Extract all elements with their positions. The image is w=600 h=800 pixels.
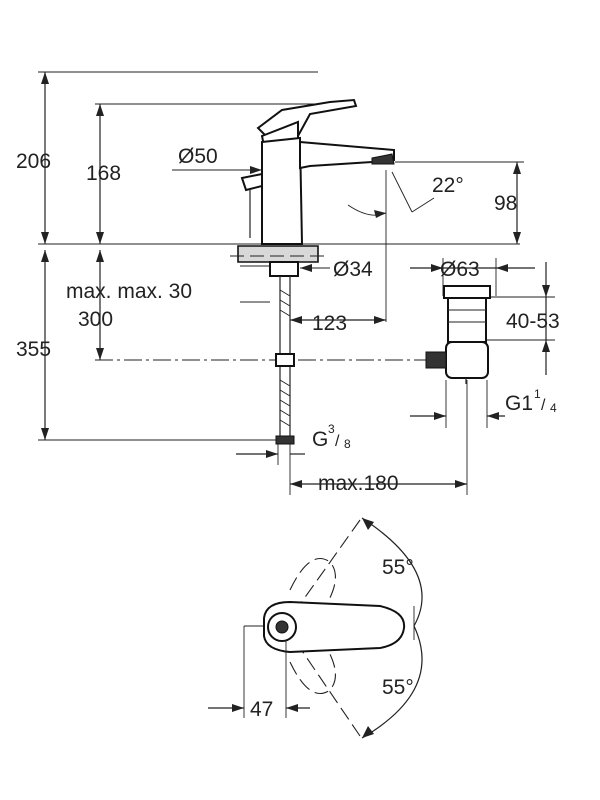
lever-angle-upper-label: 55° bbox=[382, 556, 414, 579]
faucet-body-shape bbox=[261, 136, 304, 245]
waste-diameter-label: Ø63 bbox=[440, 258, 480, 281]
total-height-label: 206 bbox=[16, 150, 51, 173]
base-diameter-label: Ø34 bbox=[333, 258, 373, 281]
waste-fitting bbox=[425, 285, 491, 384]
spout-height-label: 168 bbox=[86, 162, 121, 185]
supply-thread-label: G 3 / 8 bbox=[312, 422, 351, 451]
max-deck-label: max. max. 30 bbox=[66, 280, 192, 303]
svg-text:3: 3 bbox=[328, 422, 335, 436]
flex-length-label: 300 bbox=[78, 308, 113, 331]
waste-thread-label: G1 1 / 4 bbox=[505, 387, 557, 415]
lever-top-shape bbox=[263, 600, 406, 654]
max-reach-label: max.180 bbox=[318, 472, 399, 495]
svg-text:8: 8 bbox=[344, 437, 351, 451]
svg-text:/: / bbox=[541, 397, 546, 414]
dimension-lines bbox=[38, 71, 555, 495]
svg-text:G1: G1 bbox=[505, 392, 533, 415]
dimension-labels: 206 168 Ø50 22° 98 Ø34 Ø63 max. max. 30 … bbox=[16, 145, 560, 495]
handle-diameter-label: Ø50 bbox=[178, 145, 218, 168]
outlet-height-label: 98 bbox=[494, 192, 517, 215]
svg-text:4: 4 bbox=[550, 401, 557, 415]
top-view-labels: 55° 55° 47 bbox=[250, 556, 414, 721]
svg-text:/: / bbox=[335, 433, 340, 450]
spout-reach-label: 123 bbox=[312, 312, 347, 335]
svg-text:G: G bbox=[312, 428, 328, 451]
waste-range-label: 40-53 bbox=[506, 310, 560, 333]
svg-text:1: 1 bbox=[534, 387, 541, 401]
below-deck-label: 355 bbox=[16, 338, 51, 361]
faucet-top-view bbox=[208, 517, 423, 739]
lever-angle-lower-label: 55° bbox=[382, 676, 414, 699]
spout-angle-label: 22° bbox=[432, 174, 464, 197]
lever-offset-label: 47 bbox=[250, 698, 273, 721]
faucet-side-view bbox=[230, 98, 395, 445]
